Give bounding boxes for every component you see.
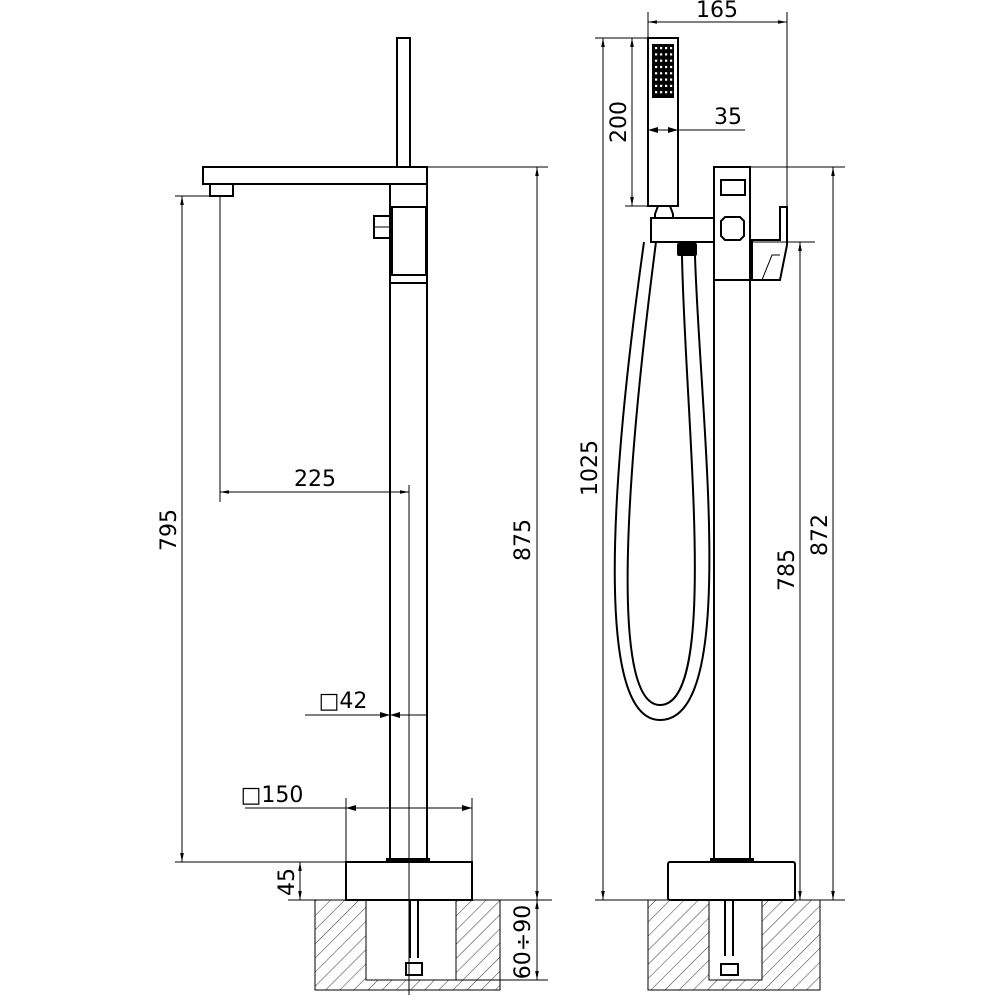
nozzle [655, 84, 658, 87]
dim-spout-height: 795 [157, 509, 182, 551]
nozzle [665, 72, 668, 75]
nozzle [660, 59, 663, 62]
nozzle [655, 47, 658, 50]
hose-fitting [677, 243, 697, 256]
nozzle [660, 65, 663, 69]
nozzle [660, 72, 663, 75]
nozzle [660, 91, 663, 94]
nozzle [670, 78, 673, 81]
nozzle [655, 91, 658, 94]
nozzle [655, 59, 658, 62]
handshower-arm [650, 217, 715, 243]
nozzle [665, 47, 668, 50]
side-supply-nut [720, 963, 739, 976]
nozzle-grid [655, 47, 673, 94]
nozzle [665, 84, 668, 87]
nozzle [660, 47, 663, 50]
nozzle [665, 91, 668, 94]
spout-slot [720, 179, 746, 196]
dim-handle-height: 785 [775, 549, 800, 591]
nozzle [655, 72, 658, 75]
nozzle [670, 72, 673, 75]
nozzle [665, 65, 668, 69]
nozzle [655, 78, 658, 81]
dim-total-height: 875 [511, 519, 536, 561]
nozzle [670, 53, 673, 56]
front-mixer-body [202, 37, 473, 995]
dim-total-depth: 165 [696, 0, 738, 23]
hose-outer [613, 241, 711, 722]
dim-install-depth: 60÷90 [511, 905, 536, 979]
dim-spout-reach: 225 [294, 467, 336, 492]
front-view: 795 225 875 □42 □150 45 [157, 37, 552, 995]
spout-outlet [209, 183, 234, 197]
nozzle [660, 78, 663, 81]
dim-handshower-width: 35 [714, 105, 742, 130]
nozzle [665, 59, 668, 62]
nozzle [670, 84, 673, 87]
dim-body-height: 872 [808, 514, 833, 556]
nozzle [655, 65, 658, 69]
side-view: 165 200 35 1025 872 785 [578, 0, 845, 991]
handshower-holder [396, 37, 411, 168]
nozzle [660, 84, 663, 87]
spout [202, 166, 428, 185]
dim-overall-height: 1025 [578, 440, 603, 496]
side-floor-block [595, 899, 845, 991]
side-dimensions: 165 200 35 1025 872 785 [578, 0, 845, 900]
side-column [713, 166, 751, 863]
handshower-spray-face [652, 44, 674, 98]
nozzle [670, 91, 673, 94]
front-dimensions: 795 225 875 □42 □150 45 [157, 166, 548, 981]
dim-column-square: □42 [319, 689, 368, 714]
supply-nut [405, 962, 423, 976]
nozzle [660, 53, 663, 56]
handshower-connector [654, 205, 674, 219]
diverter-knob-side [720, 216, 745, 241]
nozzle [670, 47, 673, 50]
mixer-lever [750, 206, 788, 281]
nozzle [665, 78, 668, 81]
side-base-plate [667, 861, 796, 901]
dim-base-square: □150 [241, 783, 304, 808]
nozzle [670, 59, 673, 62]
mixer-body [391, 206, 427, 276]
dim-handshower-length: 200 [607, 101, 632, 143]
nozzle [665, 53, 668, 56]
dim-base-height: 45 [275, 868, 300, 896]
hose-inner [626, 241, 696, 707]
side-mixer-body [613, 37, 796, 976]
nozzle [655, 53, 658, 56]
nozzle [670, 65, 673, 69]
